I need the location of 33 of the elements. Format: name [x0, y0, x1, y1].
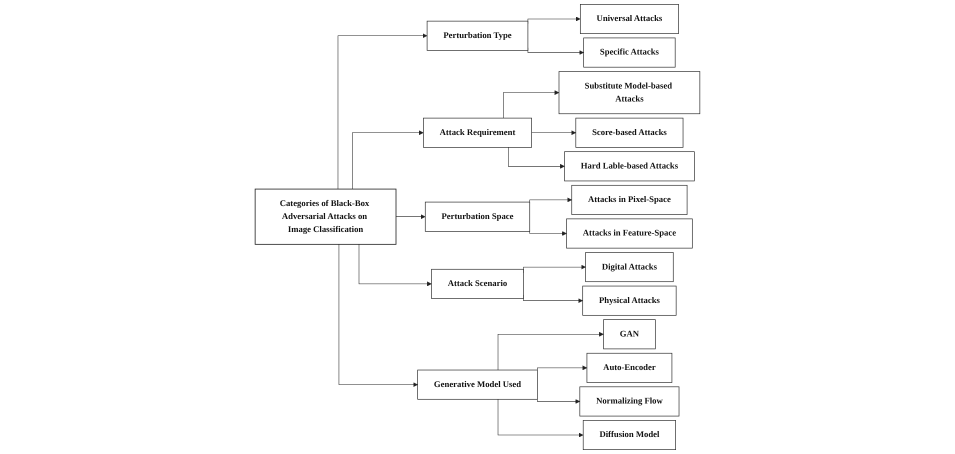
- arrow: [537, 398, 580, 404]
- node-box: Digital Attacks: [585, 252, 674, 282]
- node-box: Universal Attacks: [580, 4, 679, 34]
- node-box: Attacks in Pixel-Space: [571, 184, 688, 215]
- node-box: Physical Attacks: [582, 286, 676, 316]
- arrow: [529, 228, 567, 236]
- node-box: Auto-Encoder: [586, 352, 672, 383]
- node-box: Score-based Attacks: [576, 118, 684, 148]
- node-box: Attacks in Feature-Space: [566, 218, 693, 248]
- node-box: Diffusion Model: [582, 420, 676, 450]
- arrow: [338, 244, 418, 388]
- arrow: [537, 365, 588, 371]
- arrow: [531, 130, 576, 136]
- node-box: GAN: [603, 319, 656, 350]
- arrow: [498, 332, 604, 370]
- arrow: [503, 90, 560, 118]
- arrow: [338, 33, 428, 190]
- arrow: [498, 399, 584, 438]
- arrow: [352, 130, 424, 190]
- node-box: Perturbation Type: [426, 20, 528, 51]
- node-box: Normalizing Flow: [580, 386, 680, 416]
- node-box: Perturbation Space: [424, 202, 530, 232]
- node-box: Attack Requirement: [423, 118, 532, 148]
- node-box: Substitute Model-based Attacks: [558, 71, 700, 114]
- arrow: [358, 244, 432, 286]
- node-box: Generative Model Used: [417, 370, 538, 400]
- node-box: Specific Attacks: [583, 38, 676, 68]
- arrow: [508, 147, 565, 169]
- arrow: [529, 198, 572, 205]
- node-box: Attack Scenario: [431, 268, 524, 299]
- arrow: [396, 214, 426, 220]
- node-box: Categories of Black-Box Adversarial Attacks on Image Classification: [254, 188, 396, 245]
- node-box: Hard Lable-based Attacks: [564, 151, 695, 182]
